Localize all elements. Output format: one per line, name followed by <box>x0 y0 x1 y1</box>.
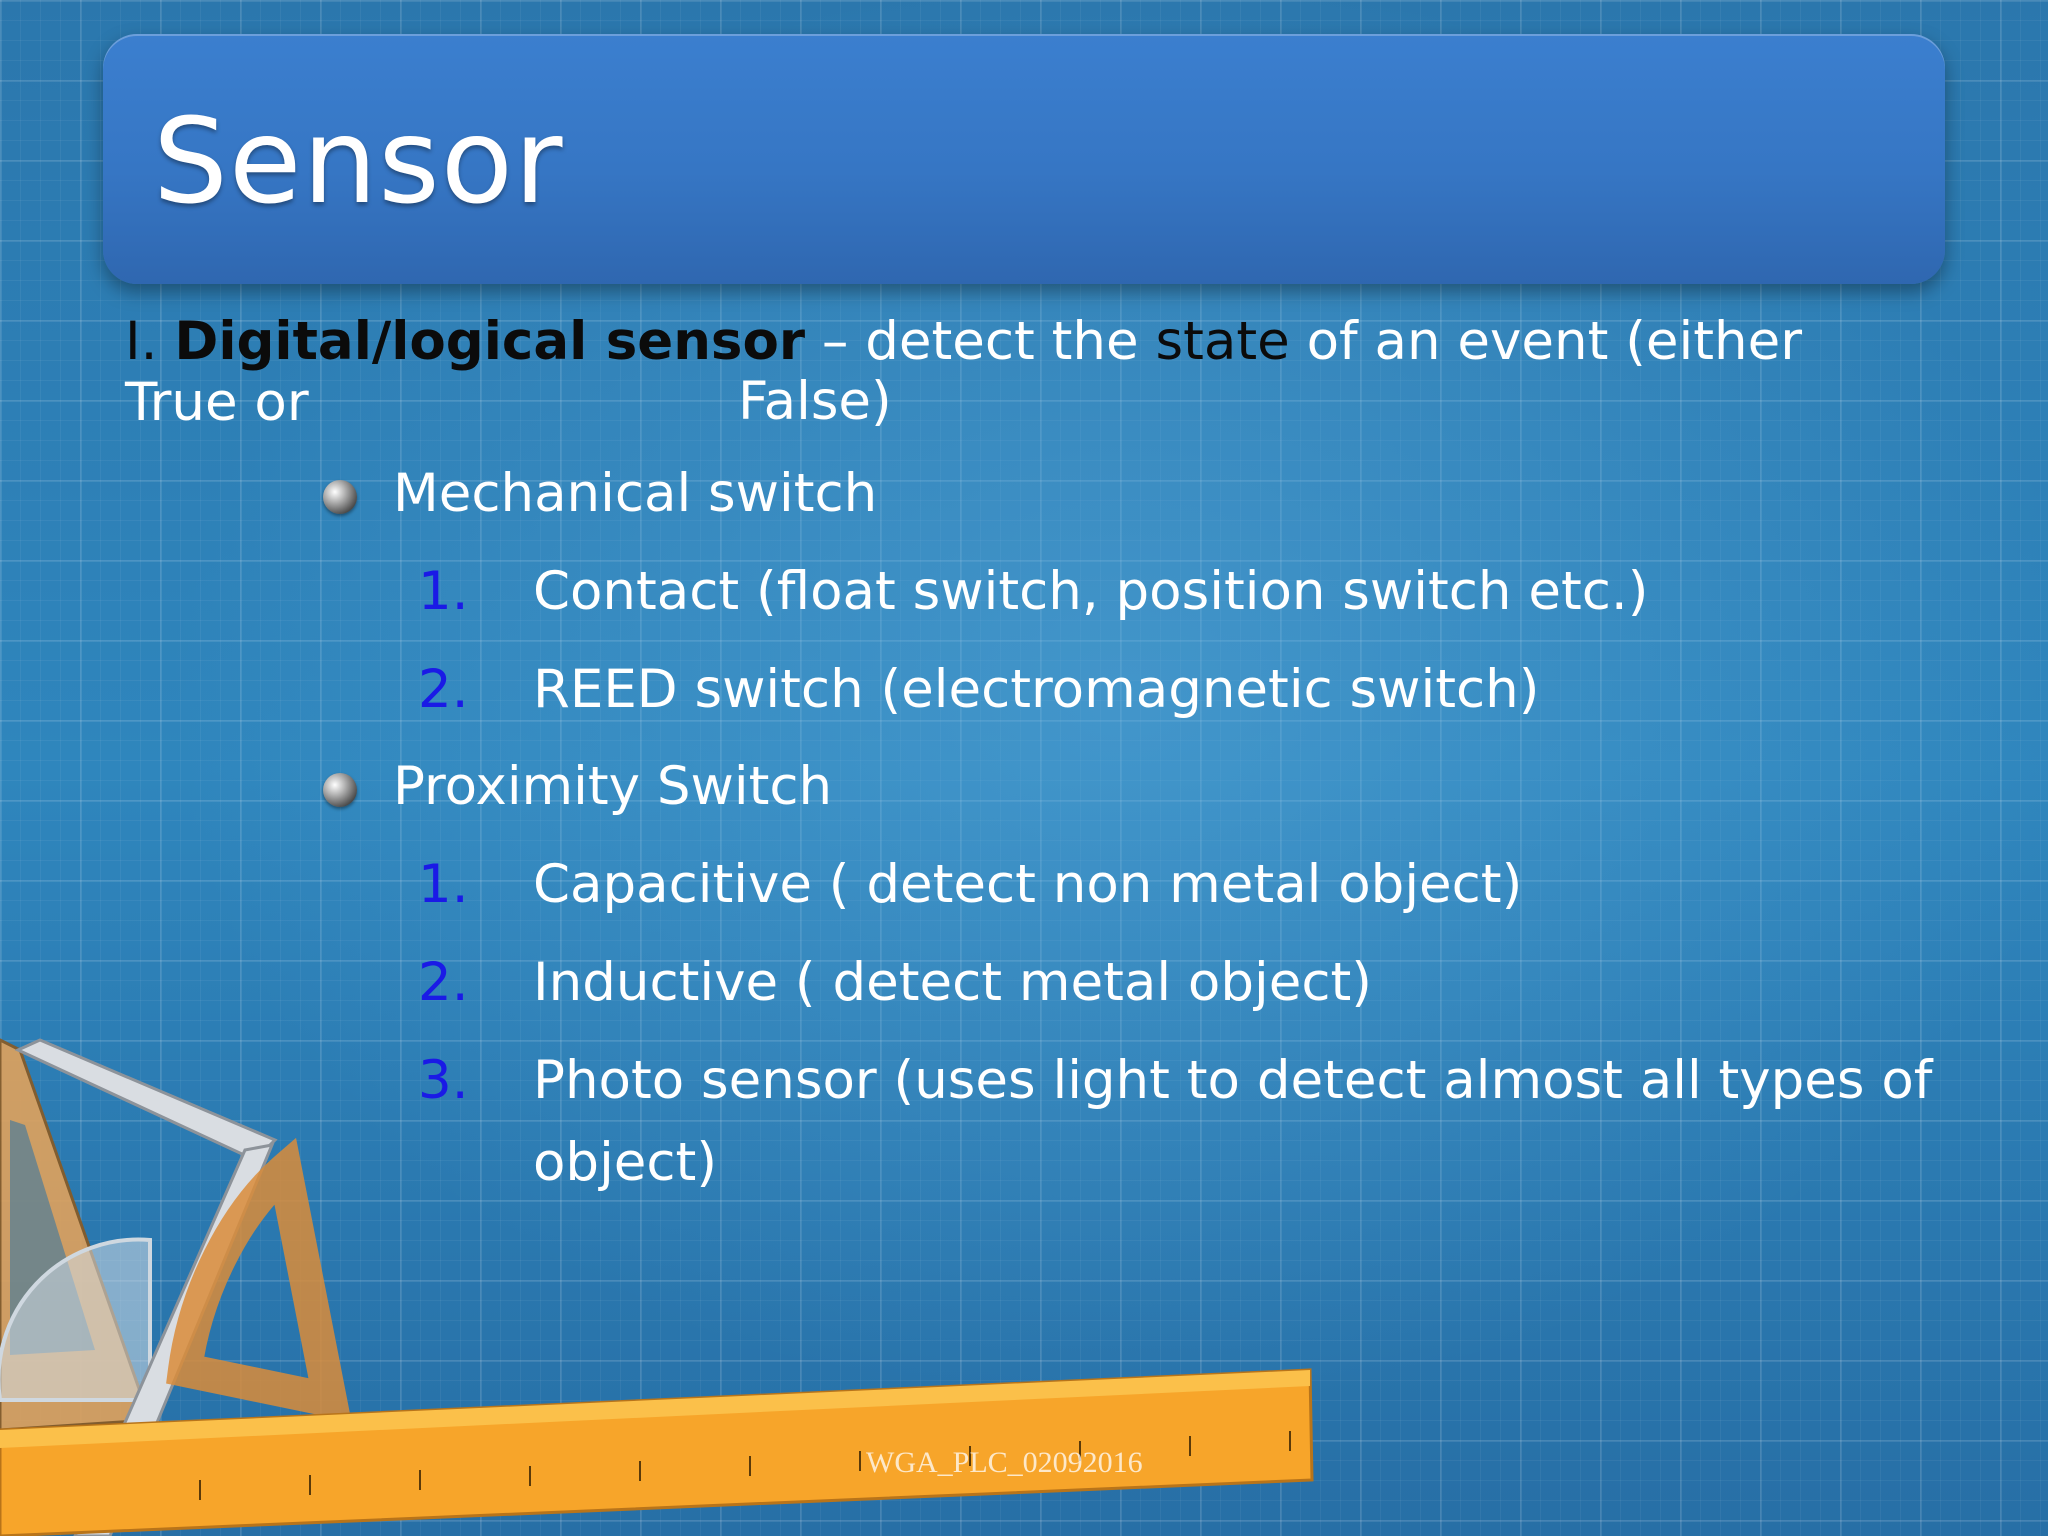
item-number: 2. <box>418 952 469 1013</box>
list-item-continuation: object) <box>533 1132 717 1193</box>
intro-term: Digital/logical sensor <box>174 311 806 372</box>
group-label: Mechanical switch <box>393 463 878 524</box>
intro-line-2: False) <box>738 371 892 432</box>
list-item: Capacitive ( detect non metal object) <box>533 854 1523 915</box>
list-item: Inductive ( detect metal object) <box>533 952 1372 1013</box>
bullet-icon <box>323 480 357 514</box>
intro-dash: – detect the <box>805 311 1156 372</box>
list-item: Photo sensor (uses light to detect almos… <box>533 1050 1933 1111</box>
list-item: REED switch (electromagnetic switch) <box>533 659 1540 720</box>
item-number: 3. <box>418 1050 469 1111</box>
intro-rest: of an event (either True or <box>125 311 1803 433</box>
protractor-shape <box>0 1237 152 1402</box>
intro-line: I. Digital/logical sensor – detect the s… <box>125 311 1885 434</box>
intro-state: state <box>1155 311 1290 372</box>
intro-prefix: I. <box>125 311 175 372</box>
item-number: 1. <box>418 561 469 622</box>
footer-label: WGA_PLC_02092016 <box>866 1446 1143 1479</box>
list-item: Contact (float switch, position switch e… <box>533 561 1649 622</box>
item-number: 1. <box>418 854 469 915</box>
l-square-shape <box>14 1038 278 1162</box>
slide-title: Sensor <box>153 92 564 230</box>
item-number: 2. <box>418 659 469 720</box>
bullet-icon <box>323 773 357 807</box>
group-label: Proximity Switch <box>393 756 833 817</box>
title-bar: Sensor <box>103 34 1945 284</box>
